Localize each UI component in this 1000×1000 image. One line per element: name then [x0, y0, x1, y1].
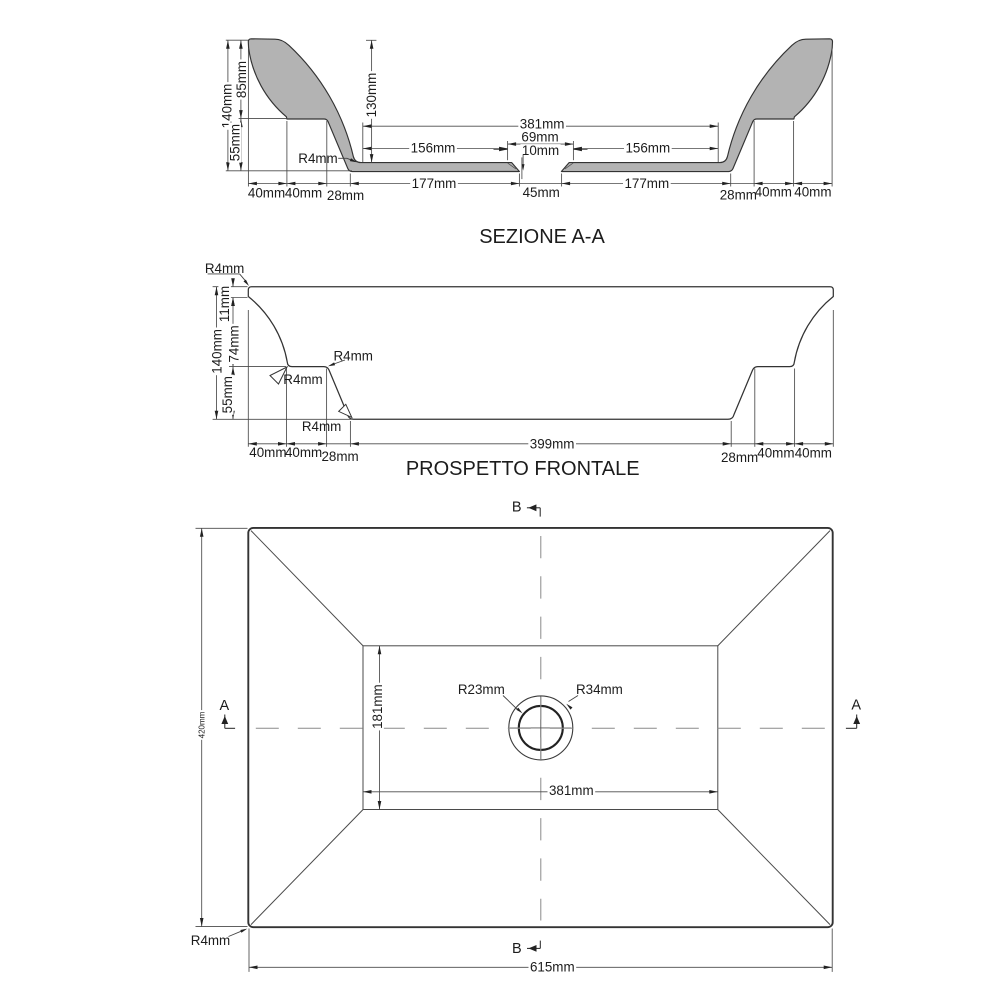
svg-text:420mm: 420mm — [198, 711, 207, 738]
svg-text:R4mm: R4mm — [333, 349, 372, 364]
svg-text:R4mm: R4mm — [191, 933, 230, 948]
svg-text:R4mm: R4mm — [205, 261, 244, 276]
svg-text:381mm: 381mm — [520, 117, 565, 132]
svg-text:55mm: 55mm — [220, 376, 235, 413]
svg-text:40mm: 40mm — [285, 186, 322, 201]
svg-text:40mm: 40mm — [794, 185, 831, 200]
svg-text:177mm: 177mm — [624, 176, 669, 191]
svg-text:140mm: 140mm — [219, 84, 234, 129]
svg-text:381mm: 381mm — [549, 783, 594, 798]
svg-text:11mm: 11mm — [217, 286, 232, 322]
svg-text:R4mm: R4mm — [283, 372, 322, 387]
svg-text:74mm: 74mm — [227, 325, 242, 362]
svg-text:SEZIONE A-A: SEZIONE A-A — [479, 226, 605, 248]
svg-text:40mm: 40mm — [795, 446, 832, 461]
svg-text:55mm: 55mm — [227, 124, 242, 161]
svg-text:10mm: 10mm — [522, 143, 559, 158]
svg-text:A: A — [219, 698, 229, 714]
svg-text:130mm: 130mm — [364, 73, 379, 118]
svg-text:R34mm: R34mm — [576, 682, 623, 697]
svg-text:156mm: 156mm — [411, 141, 456, 156]
svg-text:40mm: 40mm — [755, 185, 792, 200]
svg-text:28mm: 28mm — [720, 187, 757, 202]
svg-text:40mm: 40mm — [757, 446, 794, 461]
svg-text:B: B — [512, 499, 522, 515]
svg-text:156mm: 156mm — [625, 141, 670, 156]
svg-text:177mm: 177mm — [412, 176, 457, 191]
svg-text:R23mm: R23mm — [458, 682, 505, 697]
svg-text:28mm: 28mm — [721, 450, 758, 465]
svg-text:PROSPETTO FRONTALE: PROSPETTO FRONTALE — [406, 458, 640, 480]
svg-text:R4mm: R4mm — [302, 419, 341, 434]
svg-text:40mm: 40mm — [248, 186, 285, 201]
svg-text:69mm: 69mm — [521, 130, 558, 145]
svg-text:45mm: 45mm — [523, 185, 560, 200]
svg-text:B: B — [512, 941, 522, 957]
svg-text:40mm: 40mm — [249, 445, 286, 460]
svg-text:615mm: 615mm — [530, 960, 575, 975]
svg-text:28mm: 28mm — [321, 449, 358, 464]
svg-text:A: A — [851, 698, 861, 714]
svg-text:140mm: 140mm — [210, 329, 225, 374]
svg-text:399mm: 399mm — [530, 436, 575, 451]
svg-text:181mm: 181mm — [370, 684, 385, 729]
svg-text:85mm: 85mm — [234, 61, 249, 98]
svg-text:28mm: 28mm — [327, 188, 364, 203]
svg-text:40mm: 40mm — [285, 445, 322, 460]
svg-text:R4mm: R4mm — [298, 151, 337, 166]
